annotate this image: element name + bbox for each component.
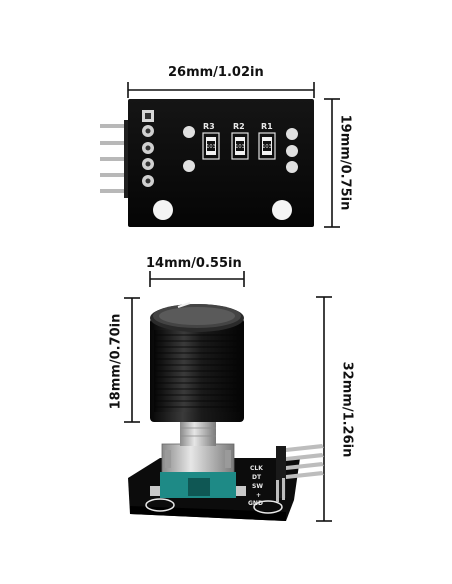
top-header-pins — [100, 120, 132, 198]
top-pcb-board — [128, 99, 314, 227]
svg-text:103: 103 — [206, 144, 216, 150]
total-height-dimension — [316, 296, 332, 522]
top-solder-pads — [183, 126, 298, 173]
svg-text:SW: SW — [252, 483, 263, 490]
svg-text:+: + — [256, 492, 261, 499]
side-header-pins — [276, 444, 324, 502]
svg-text:R3: R3 — [203, 122, 215, 131]
svg-text:GND: GND — [248, 500, 263, 507]
encoder-shaft — [180, 420, 216, 446]
knob-height-dimension — [124, 297, 140, 423]
top-mount-hole-left — [153, 200, 173, 220]
top-mount-hole-right — [272, 200, 292, 220]
top-height-dimension — [324, 98, 340, 228]
resistor-r3: R3 103 — [202, 122, 220, 160]
side-mount-hole-left — [145, 498, 175, 512]
knob — [150, 302, 244, 422]
side-mount-hole-right — [253, 500, 283, 514]
knob-width-label: 14mm/0.55in — [146, 256, 242, 271]
svg-text:CLK: CLK — [250, 465, 263, 472]
top-width-label: 26mm/1.02in — [168, 65, 264, 80]
svg-text:DT: DT — [252, 474, 262, 481]
knob-width-dimension — [149, 271, 245, 287]
top-pin-pads — [142, 110, 154, 187]
top-width-dimension — [127, 82, 315, 98]
svg-text:R2: R2 — [233, 122, 245, 131]
resistor-r2: R2 103 — [231, 122, 249, 160]
svg-text:103: 103 — [235, 144, 245, 150]
svg-text:103: 103 — [262, 144, 272, 150]
svg-text:R1: R1 — [261, 122, 273, 131]
encoder-body — [150, 443, 246, 498]
side-pin-labels: CLK DT SW + GND — [248, 465, 263, 507]
resistor-r1: R1 103 — [258, 122, 276, 160]
